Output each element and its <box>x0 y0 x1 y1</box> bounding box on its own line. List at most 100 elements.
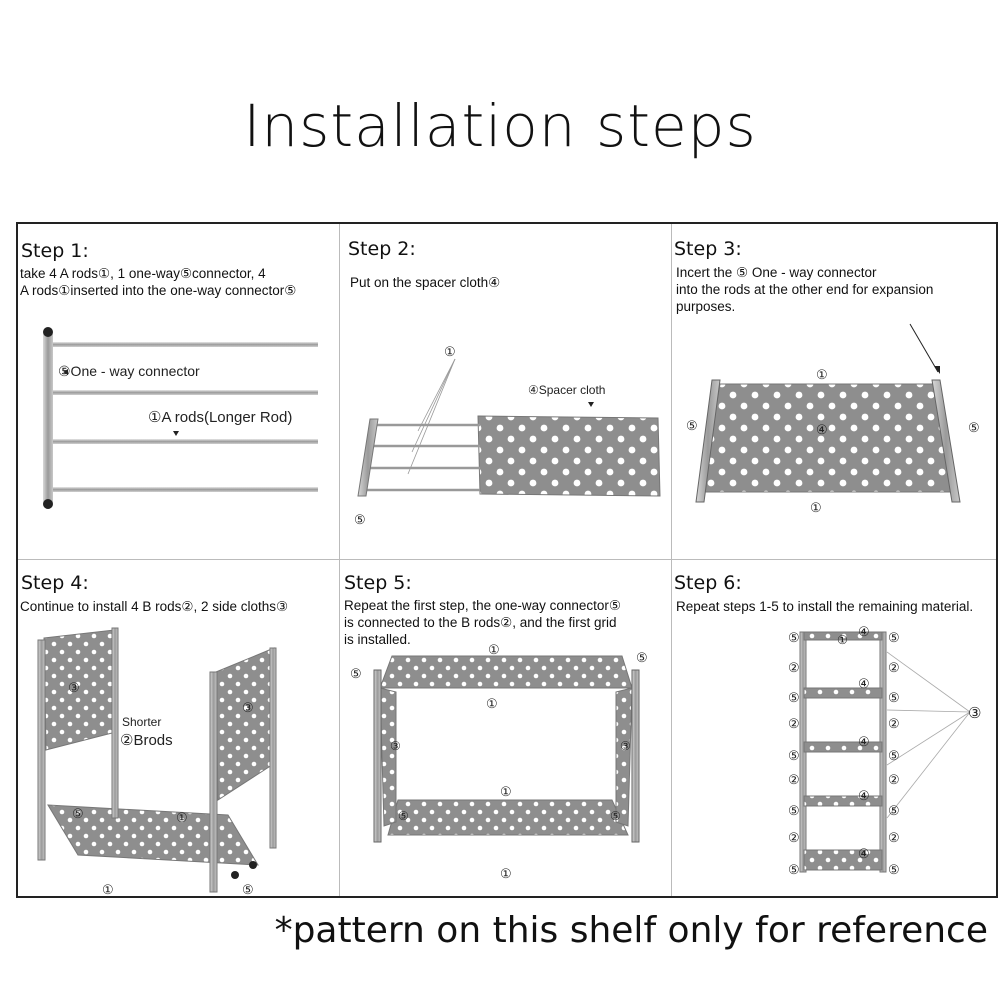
bottom-rod-label: ① <box>810 500 822 515</box>
left-connector-label: ⑤ <box>72 806 84 821</box>
b-rod-label: ② <box>788 660 800 675</box>
connector-label: ⑤ <box>788 690 800 705</box>
left-cloth <box>379 687 397 827</box>
right-cloth-label: ③ <box>620 739 631 753</box>
b-rod-label: ② <box>788 716 800 731</box>
step-3-panel: Step 3: Incert the ⑤ One - way connector… <box>672 224 998 559</box>
b-rod-label: ② <box>888 772 900 787</box>
b-rods-label: ②Brods <box>120 732 173 749</box>
right-cloth <box>615 687 633 827</box>
cloth-label: ④ <box>816 422 828 437</box>
low-left-connector-label: ⑤ <box>398 809 409 823</box>
step-5-illustration: ① ① ① ① ⑤ ⑤ ③ ③ ⑤ ⑤ <box>350 642 648 881</box>
connector-label: ⑤ <box>788 862 800 877</box>
connector-label: ⑤ <box>788 803 800 818</box>
left-connector-label: ⑤ <box>350 666 362 681</box>
step-1-description: take 4 A rods①, 1 one-way⑤connector, 4 A… <box>20 266 297 298</box>
shorter-label: Shorter <box>122 715 161 729</box>
step-6-panel: Step 6: Repeat steps 1-5 to install the … <box>672 560 998 898</box>
b-rods <box>37 627 277 893</box>
step-5-title: Step 5: <box>344 572 412 594</box>
rods-label: ①A rods(Longer Rod) <box>148 409 292 426</box>
step-1-illustration: ⑤One - way connector ①A rods(Longer Rod) <box>43 327 318 509</box>
connector-label: ⑤ <box>888 748 900 763</box>
cloth-label: ④ <box>858 788 870 803</box>
left-cloth-label: ③ <box>68 680 80 695</box>
b-rod-label: ② <box>888 716 900 731</box>
b-rod-label: ② <box>788 772 800 787</box>
one-way-connector <box>43 334 53 504</box>
top-front-rod-label: ① <box>486 696 498 711</box>
right-connector-label: ⑤ <box>636 650 648 665</box>
bottom-shelf <box>387 799 629 836</box>
bottom-rod-label: ① <box>500 866 512 881</box>
side-cloth-left <box>43 629 117 751</box>
top-rod-label: ① <box>488 642 500 657</box>
cloth-label: ④ <box>858 624 870 639</box>
right-connector-label: ⑤ <box>968 420 980 435</box>
grid-divider <box>671 224 672 896</box>
middle-rod-label: ① <box>500 784 512 799</box>
top-rod-label: ① <box>816 367 828 382</box>
step-6-description: Repeat steps 1-5 to install the remainin… <box>676 599 974 614</box>
step-4-panel: Step 4: Continue to install 4 B rods②, 2… <box>18 560 339 898</box>
step-6-illustration: ⑤ ⑤ ④ ① ② ② ④ ⑤ ⑤ ② ② ④ ⑤ ⑤ ② ② ④ ⑤ ⑤ ② … <box>788 624 981 877</box>
step-2-description: Put on the spacer cloth④ <box>350 275 501 290</box>
step-4-title: Step 4: <box>21 572 89 594</box>
step-4-description: Continue to install 4 B rods②, 2 side cl… <box>20 599 289 614</box>
step-2-title: Step 2: <box>348 238 416 260</box>
step-2-panel: Step 2: Put on the spacer cloth④ ① ④Spac… <box>340 224 671 559</box>
step-6-title: Step 6: <box>674 572 742 594</box>
step-5-description: Repeat the first step, the one-way conne… <box>344 598 622 647</box>
connector-label: ⑤One - way connector <box>58 363 200 379</box>
connector <box>357 418 379 497</box>
right-cloth-label: ③ <box>242 700 254 715</box>
b-rod-label: ② <box>888 660 900 675</box>
grid-divider <box>339 224 340 896</box>
step-1-panel: Step 1: take 4 A rods①, 1 one-way⑤connec… <box>18 224 339 559</box>
rods <box>362 423 480 492</box>
connector-label: ⑤ <box>788 748 800 763</box>
cloth-label: ④ <box>858 734 870 749</box>
cloth-label: ④ <box>858 846 870 861</box>
right-connector-label: ⑤ <box>242 882 254 897</box>
rods-label: ① <box>444 344 456 359</box>
connector-label: ⑤ <box>888 690 900 705</box>
bottom-cloth <box>47 804 259 866</box>
grid-divider <box>18 559 996 560</box>
step-3-illustration: ① ① ⑤ ⑤ ④ <box>686 323 980 515</box>
cloth-label: ④Spacer cloth <box>528 383 605 397</box>
footer-note: *pattern on this shelf only for referenc… <box>274 910 988 951</box>
connector-label: ⑤ <box>888 630 900 645</box>
cloth-label: ④ <box>858 676 870 691</box>
connector-label: ⑤ <box>888 803 900 818</box>
rod-label: ① <box>837 633 848 647</box>
tower-shelves <box>803 631 883 871</box>
step-4-illustration: ③ ③ Shorter ②Brods ① ① ⑤ ⑤ <box>37 627 277 897</box>
step-3-description: Incert the ⑤ One - way connector into th… <box>676 265 934 314</box>
side-cloth-right <box>215 647 275 801</box>
step-3-title: Step 3: <box>674 238 742 260</box>
top-shelf <box>379 655 633 689</box>
step-2-illustration: ① ④Spacer cloth ⑤ <box>354 344 661 527</box>
b-rod-label: ② <box>888 830 900 845</box>
bottom-rod-label: ① <box>102 882 114 897</box>
connector-left <box>695 379 721 503</box>
b-rod-label: ② <box>788 830 800 845</box>
left-cloth-label: ③ <box>390 739 401 753</box>
connector-label: ⑤ <box>788 630 800 645</box>
left-connector-label: ⑤ <box>686 418 698 433</box>
connector-right <box>931 379 961 503</box>
step-5-panel: Step 5: Repeat the first step, the one-w… <box>340 560 671 898</box>
a-rods <box>50 342 318 492</box>
connector-label: ⑤ <box>888 862 900 877</box>
side-cloth-label: ③ <box>968 705 981 722</box>
page-title: Installation steps <box>243 92 757 160</box>
rod-label: ① <box>176 810 188 825</box>
spacer-cloth <box>477 415 661 497</box>
steps-grid: Step 1: take 4 A rods①, 1 one-way⑤connec… <box>16 222 998 898</box>
low-right-connector-label: ⑤ <box>610 809 621 823</box>
step-1-title: Step 1: <box>21 240 89 262</box>
connector-label: ⑤ <box>354 512 366 527</box>
frame-posts <box>373 669 640 843</box>
